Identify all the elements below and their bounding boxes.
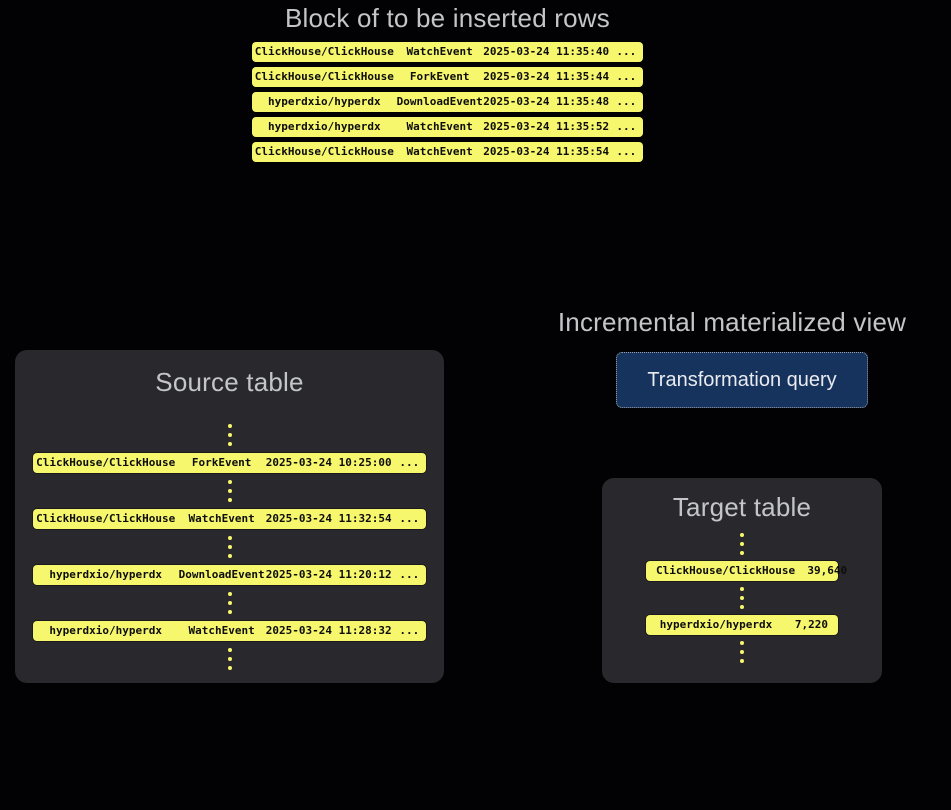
table-row: ClickHouse/ClickHouse WatchEvent 2025-03… — [33, 509, 426, 529]
row-event: DownloadEvent — [396, 95, 483, 108]
row-timestamp: 2025-03-24 11:35:44 — [483, 70, 610, 83]
source-table-title: Source table — [155, 367, 304, 397]
target-table-title: Target table — [672, 492, 812, 522]
target-table-panel: Target table ClickHouse/ClickHouse 39,64… — [602, 478, 882, 683]
row-repo: hyperdxio/hyperdx — [659, 618, 773, 631]
row-event: WatchEvent — [406, 145, 473, 158]
row-repo: ClickHouse/ClickHouse — [36, 456, 176, 469]
table-row: hyperdxio/hyperdx DownloadEvent 2025-03-… — [252, 92, 643, 112]
row-repo: ClickHouse/ClickHouse — [254, 45, 394, 58]
row-more-ellipsis: ... — [399, 456, 420, 469]
vertical-ellipsis-icon — [740, 531, 744, 557]
transformation-query-box: Transformation query — [616, 352, 868, 408]
row-count: 39,640 — [807, 564, 848, 577]
table-row: hyperdxio/hyperdx WatchEvent 2025-03-24 … — [252, 117, 643, 137]
row-event: WatchEvent — [188, 512, 255, 525]
row-timestamp: 2025-03-24 11:35:54 — [483, 145, 610, 158]
row-repo: hyperdxio/hyperdx — [49, 624, 162, 637]
table-row: ClickHouse/ClickHouse ForkEvent 2025-03-… — [252, 67, 643, 87]
row-repo: hyperdxio/hyperdx — [49, 568, 162, 581]
row-more-ellipsis: ... — [399, 568, 420, 581]
transformation-query-label: Transformation query — [647, 368, 837, 391]
row-more-ellipsis: ... — [399, 624, 420, 637]
table-row: ClickHouse/ClickHouse 39,640 — [646, 561, 847, 581]
table-row: hyperdxio/hyperdx WatchEvent 2025-03-24 … — [33, 621, 426, 641]
vertical-ellipsis-icon — [227, 478, 232, 504]
table-row: ClickHouse/ClickHouse ForkEvent 2025-03-… — [33, 453, 426, 473]
vertical-ellipsis-icon — [740, 585, 744, 611]
row-event: WatchEvent — [406, 120, 473, 133]
row-more-ellipsis: ... — [616, 95, 637, 108]
row-timestamp: 2025-03-24 11:32:54 — [265, 512, 392, 525]
row-timestamp: 2025-03-24 11:20:12 — [265, 568, 392, 581]
insert-block: ClickHouse/ClickHouse WatchEvent 2025-03… — [252, 42, 643, 162]
row-more-ellipsis: ... — [616, 120, 637, 133]
row-timestamp: 2025-03-24 11:35:52 — [483, 120, 610, 133]
row-event: ForkEvent — [191, 456, 252, 469]
row-repo: hyperdxio/hyperdx — [268, 120, 381, 133]
row-event: ForkEvent — [409, 70, 470, 83]
row-event: WatchEvent — [188, 624, 255, 637]
row-timestamp: 2025-03-24 11:28:32 — [265, 624, 392, 637]
materialized-view-title: Incremental materialized view — [557, 307, 907, 337]
table-row: ClickHouse/ClickHouse WatchEvent 2025-03… — [252, 42, 643, 62]
vertical-ellipsis-icon — [227, 534, 232, 560]
row-repo: ClickHouse/ClickHouse — [254, 145, 394, 158]
row-repo: ClickHouse/ClickHouse — [254, 70, 394, 83]
row-more-ellipsis: ... — [616, 70, 637, 83]
row-more-ellipsis: ... — [616, 145, 637, 158]
row-repo: ClickHouse/ClickHouse — [656, 564, 796, 577]
vertical-ellipsis-icon — [227, 590, 232, 616]
table-row: hyperdxio/hyperdx 7,220 — [646, 615, 838, 635]
insert-block-title: Block of to be inserted rows — [285, 3, 610, 33]
row-event: DownloadEvent — [178, 568, 265, 581]
row-repo: hyperdxio/hyperdx — [268, 95, 381, 108]
row-timestamp: 2025-03-24 11:35:48 — [483, 95, 610, 108]
vertical-ellipsis-icon — [740, 639, 744, 665]
row-repo: ClickHouse/ClickHouse — [36, 512, 176, 525]
vertical-ellipsis-icon — [227, 646, 232, 672]
source-table-panel: Source table ClickHouse/ClickHouse ForkE… — [15, 350, 444, 683]
row-count: 7,220 — [794, 618, 828, 631]
row-more-ellipsis: ... — [399, 512, 420, 525]
row-more-ellipsis: ... — [616, 45, 637, 58]
row-timestamp: 2025-03-24 10:25:00 — [265, 456, 392, 469]
table-row: hyperdxio/hyperdx DownloadEvent 2025-03-… — [33, 565, 426, 585]
row-timestamp: 2025-03-24 11:35:40 — [483, 45, 610, 58]
table-row: ClickHouse/ClickHouse WatchEvent 2025-03… — [252, 142, 643, 162]
row-event: WatchEvent — [406, 45, 473, 58]
vertical-ellipsis-icon — [227, 422, 232, 448]
